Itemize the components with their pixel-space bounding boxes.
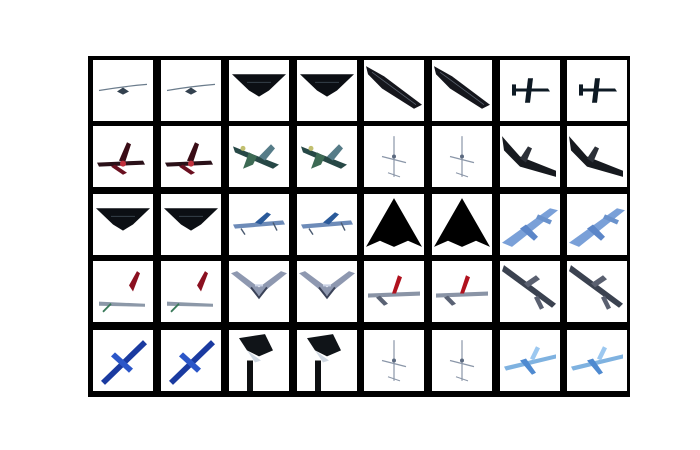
sample-image-airliner-red-tail-front — [364, 261, 424, 322]
sample-image-light-blue-jet — [500, 330, 560, 391]
sample-image-red-fighter-jet — [161, 126, 221, 187]
sample-image-blue-airliner-small — [297, 194, 357, 255]
sample-image-red-fighter-jet — [93, 126, 153, 187]
sample-image-flying-wing-dark — [229, 60, 289, 121]
sample-image-small-plane-sketch — [364, 126, 424, 187]
sample-image-flying-wing-dark — [297, 60, 357, 121]
sample-image-flying-wing-dark — [93, 194, 153, 255]
sample-image-stealth-bomber-angled — [364, 60, 424, 121]
sample-image-green-jet — [229, 126, 289, 187]
sample-image-airliner-red-tail — [161, 261, 221, 322]
sample-image-stealth-bomber-front — [364, 194, 424, 255]
sample-image-bird-on-post — [297, 330, 357, 391]
sample-image-airliner-takeoff — [567, 261, 627, 322]
sample-image-green-jet — [297, 126, 357, 187]
sample-image-stealth-bomber-front — [432, 194, 492, 255]
sample-image-small-plane-sketch — [364, 330, 424, 391]
sample-image-flying-wing-dark — [161, 194, 221, 255]
sample-image-jet-topdown-dark — [500, 60, 560, 121]
sample-image-small-plane-sketch — [432, 126, 492, 187]
sample-image-blue-jet-topdown — [93, 330, 153, 391]
sample-image-glider — [93, 60, 153, 121]
sample-image-dark-jet-side — [500, 126, 560, 187]
sample-image-jet-topdown-dark — [567, 60, 627, 121]
sample-image-flying-wing-silver — [229, 261, 289, 322]
sample-image-blue-airliner-large — [567, 194, 627, 255]
sample-image-airliner-red-tail-front — [432, 261, 492, 322]
sample-image-airliner-takeoff — [500, 261, 560, 322]
sample-image-blue-jet-topdown — [161, 330, 221, 391]
sample-image-grid — [88, 56, 630, 397]
sample-image-bird-on-post — [229, 330, 289, 391]
sample-image-blue-airliner-small — [229, 194, 289, 255]
sample-image-stealth-bomber-angled — [432, 60, 492, 121]
sample-image-blue-airliner-large — [500, 194, 560, 255]
sample-image-dark-jet-side — [567, 126, 627, 187]
sample-image-light-blue-jet — [567, 330, 627, 391]
sample-image-flying-wing-silver — [297, 261, 357, 322]
sample-image-airliner-red-tail — [93, 261, 153, 322]
sample-image-small-plane-sketch — [432, 330, 492, 391]
sample-image-glider — [161, 60, 221, 121]
